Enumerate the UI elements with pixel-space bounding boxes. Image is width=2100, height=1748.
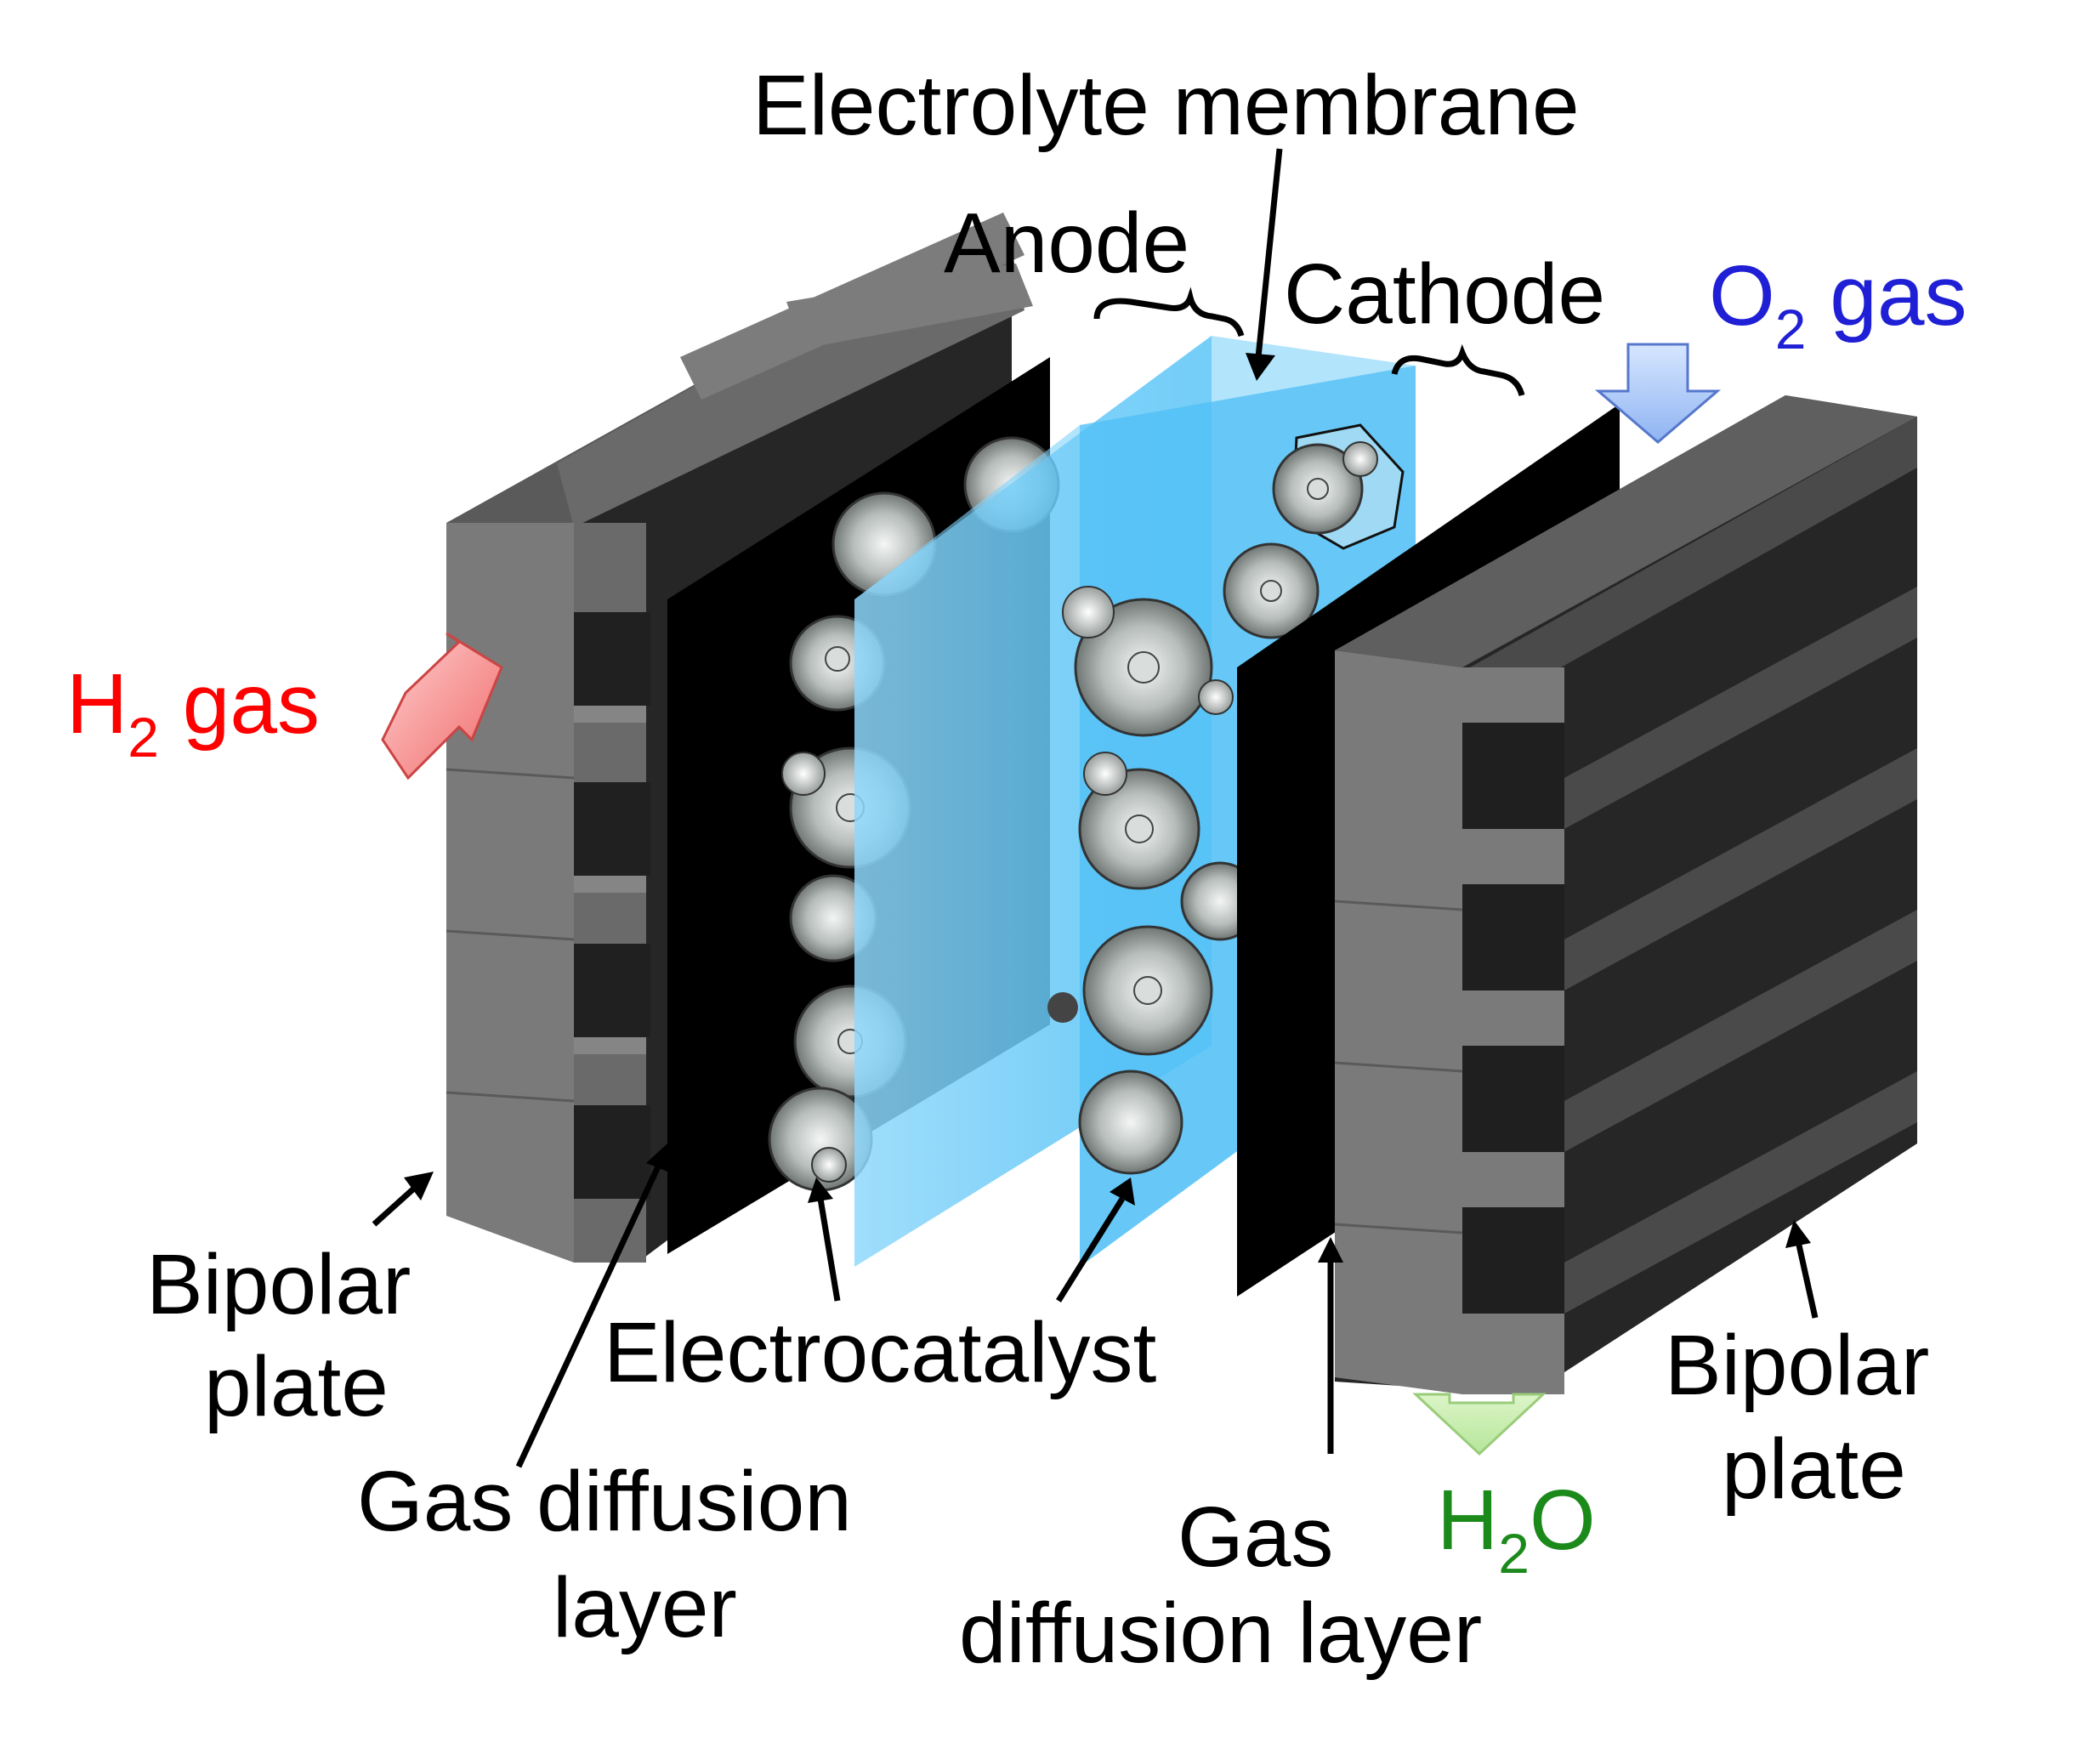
right-bipolar-plate-label-line1: Bipolar	[1665, 1318, 1929, 1413]
right-gdl-label-line2: diffusion layer	[959, 1586, 1482, 1681]
o2-gas-base: O	[1709, 248, 1775, 343]
left-gdl-label-line2: layer	[553, 1560, 737, 1655]
anode-brace-icon	[1093, 287, 1245, 338]
electrolyte-membrane-label: Electrolyte membrane	[752, 58, 1580, 153]
anode-label: Anode	[944, 196, 1189, 291]
left-gdl-label-line1: Gas diffusion	[357, 1454, 852, 1549]
left-bipolar-plate-label-line2: plate	[204, 1339, 389, 1434]
h2o-label: H2O	[1437, 1473, 1596, 1585]
h2-gas-label: H2 gas	[66, 656, 320, 769]
electrocatalyst-label: Electrocatalyst	[604, 1305, 1156, 1400]
h2-gas-base: H	[66, 656, 128, 752]
o2-gas-label: O2 gas	[1709, 248, 1967, 360]
h2o-outlet-arrow-icon	[1412, 1393, 1547, 1456]
o2-inlet-arrow-icon	[1594, 343, 1722, 444]
left-bipolar-plate-label-line1: Bipolar	[146, 1237, 411, 1332]
cathode-brace-icon	[1391, 343, 1525, 397]
o2-gas-subscript: 2	[1775, 298, 1807, 360]
h2o-subscript: 2	[1498, 1522, 1530, 1585]
h2-gas-suffix: gas	[159, 656, 320, 752]
right-bipolar-plate-label-line2: plate	[1722, 1422, 1906, 1517]
h2o-base: H	[1437, 1473, 1498, 1568]
h2o-suffix: O	[1530, 1473, 1596, 1568]
o2-gas-suffix: gas	[1807, 248, 1967, 343]
cathode-label: Cathode	[1284, 247, 1605, 342]
h2-gas-subscript: 2	[128, 706, 159, 769]
right-gdl-label-line1: Gas	[1178, 1490, 1333, 1585]
h2-inlet-arrow-icon	[381, 632, 503, 780]
pointer-arrows	[372, 148, 1819, 1468]
cathode-catalyst-cluster	[1047, 423, 1405, 1175]
right-bipolar-plate	[1334, 395, 1917, 1394]
